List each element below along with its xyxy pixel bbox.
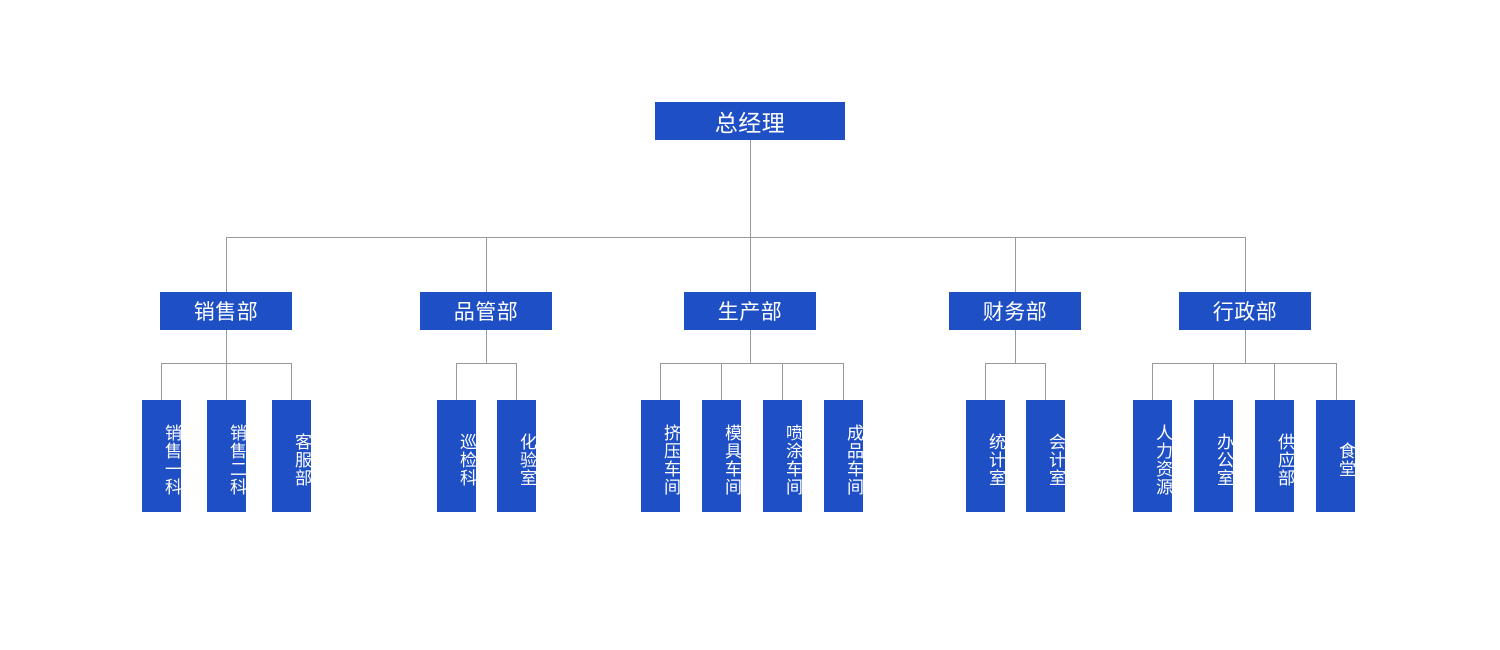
connector-production-bus [660, 363, 843, 364]
node-office[interactable]: 办公室 [1194, 400, 1233, 512]
connector-production-stem [750, 330, 751, 363]
connector-sales-child-2 [226, 363, 227, 400]
connector-admin-child-2 [1213, 363, 1214, 400]
node-customer-service[interactable]: 客服部 [272, 400, 311, 512]
connector-admin-bus [1152, 363, 1336, 364]
node-finance-department[interactable]: 财务部 [949, 292, 1081, 330]
connector-admin-child-3 [1274, 363, 1275, 400]
node-quality-department[interactable]: 品管部 [420, 292, 552, 330]
connector-finance-child-2 [1045, 363, 1046, 400]
connector-sales-child-1 [161, 363, 162, 400]
node-sales-department[interactable]: 销售部 [160, 292, 292, 330]
node-general-manager[interactable]: 总经理 [655, 102, 845, 140]
connector-finance-bus [985, 363, 1045, 364]
connector-sales-child-3 [291, 363, 292, 400]
connector-admin-child-1 [1152, 363, 1153, 400]
node-statistics-office[interactable]: 统计室 [966, 400, 1005, 512]
node-inspection-section[interactable]: 巡检科 [437, 400, 476, 512]
connector-admin-stem [1245, 330, 1246, 363]
connector-level1-bus [226, 237, 1245, 238]
connector-quality-stem [486, 330, 487, 363]
connector-drop-sales [226, 237, 227, 292]
connector-quality-bus [456, 363, 516, 364]
node-production-department[interactable]: 生产部 [684, 292, 816, 330]
connector-production-child-2 [721, 363, 722, 400]
connector-production-child-4 [843, 363, 844, 400]
connector-drop-production [750, 237, 751, 292]
node-extrusion-workshop[interactable]: 挤压车间 [641, 400, 680, 512]
node-admin-department[interactable]: 行政部 [1179, 292, 1311, 330]
node-mold-workshop[interactable]: 模具车间 [702, 400, 741, 512]
node-accounting-office[interactable]: 会计室 [1026, 400, 1065, 512]
connector-root-stem [750, 140, 751, 237]
connector-production-child-1 [660, 363, 661, 400]
node-coating-workshop[interactable]: 喷涂车间 [763, 400, 802, 512]
connector-production-child-3 [782, 363, 783, 400]
node-supply-department[interactable]: 供应部 [1255, 400, 1294, 512]
connector-drop-admin [1245, 237, 1246, 292]
node-laboratory[interactable]: 化验室 [497, 400, 536, 512]
connector-finance-child-1 [985, 363, 986, 400]
node-human-resources[interactable]: 人力资源 [1133, 400, 1172, 512]
node-finished-goods-workshop[interactable]: 成品车间 [824, 400, 863, 512]
node-sales-section-two[interactable]: 销售二科 [207, 400, 246, 512]
connector-quality-child-1 [456, 363, 457, 400]
connector-admin-child-4 [1336, 363, 1337, 400]
node-canteen[interactable]: 食堂 [1316, 400, 1355, 512]
connector-quality-child-2 [516, 363, 517, 400]
connector-drop-finance [1015, 237, 1016, 292]
node-sales-section-one[interactable]: 销售一科 [142, 400, 181, 512]
connector-drop-quality [486, 237, 487, 292]
connector-finance-stem [1015, 330, 1016, 363]
connector-sales-stem [226, 330, 227, 363]
